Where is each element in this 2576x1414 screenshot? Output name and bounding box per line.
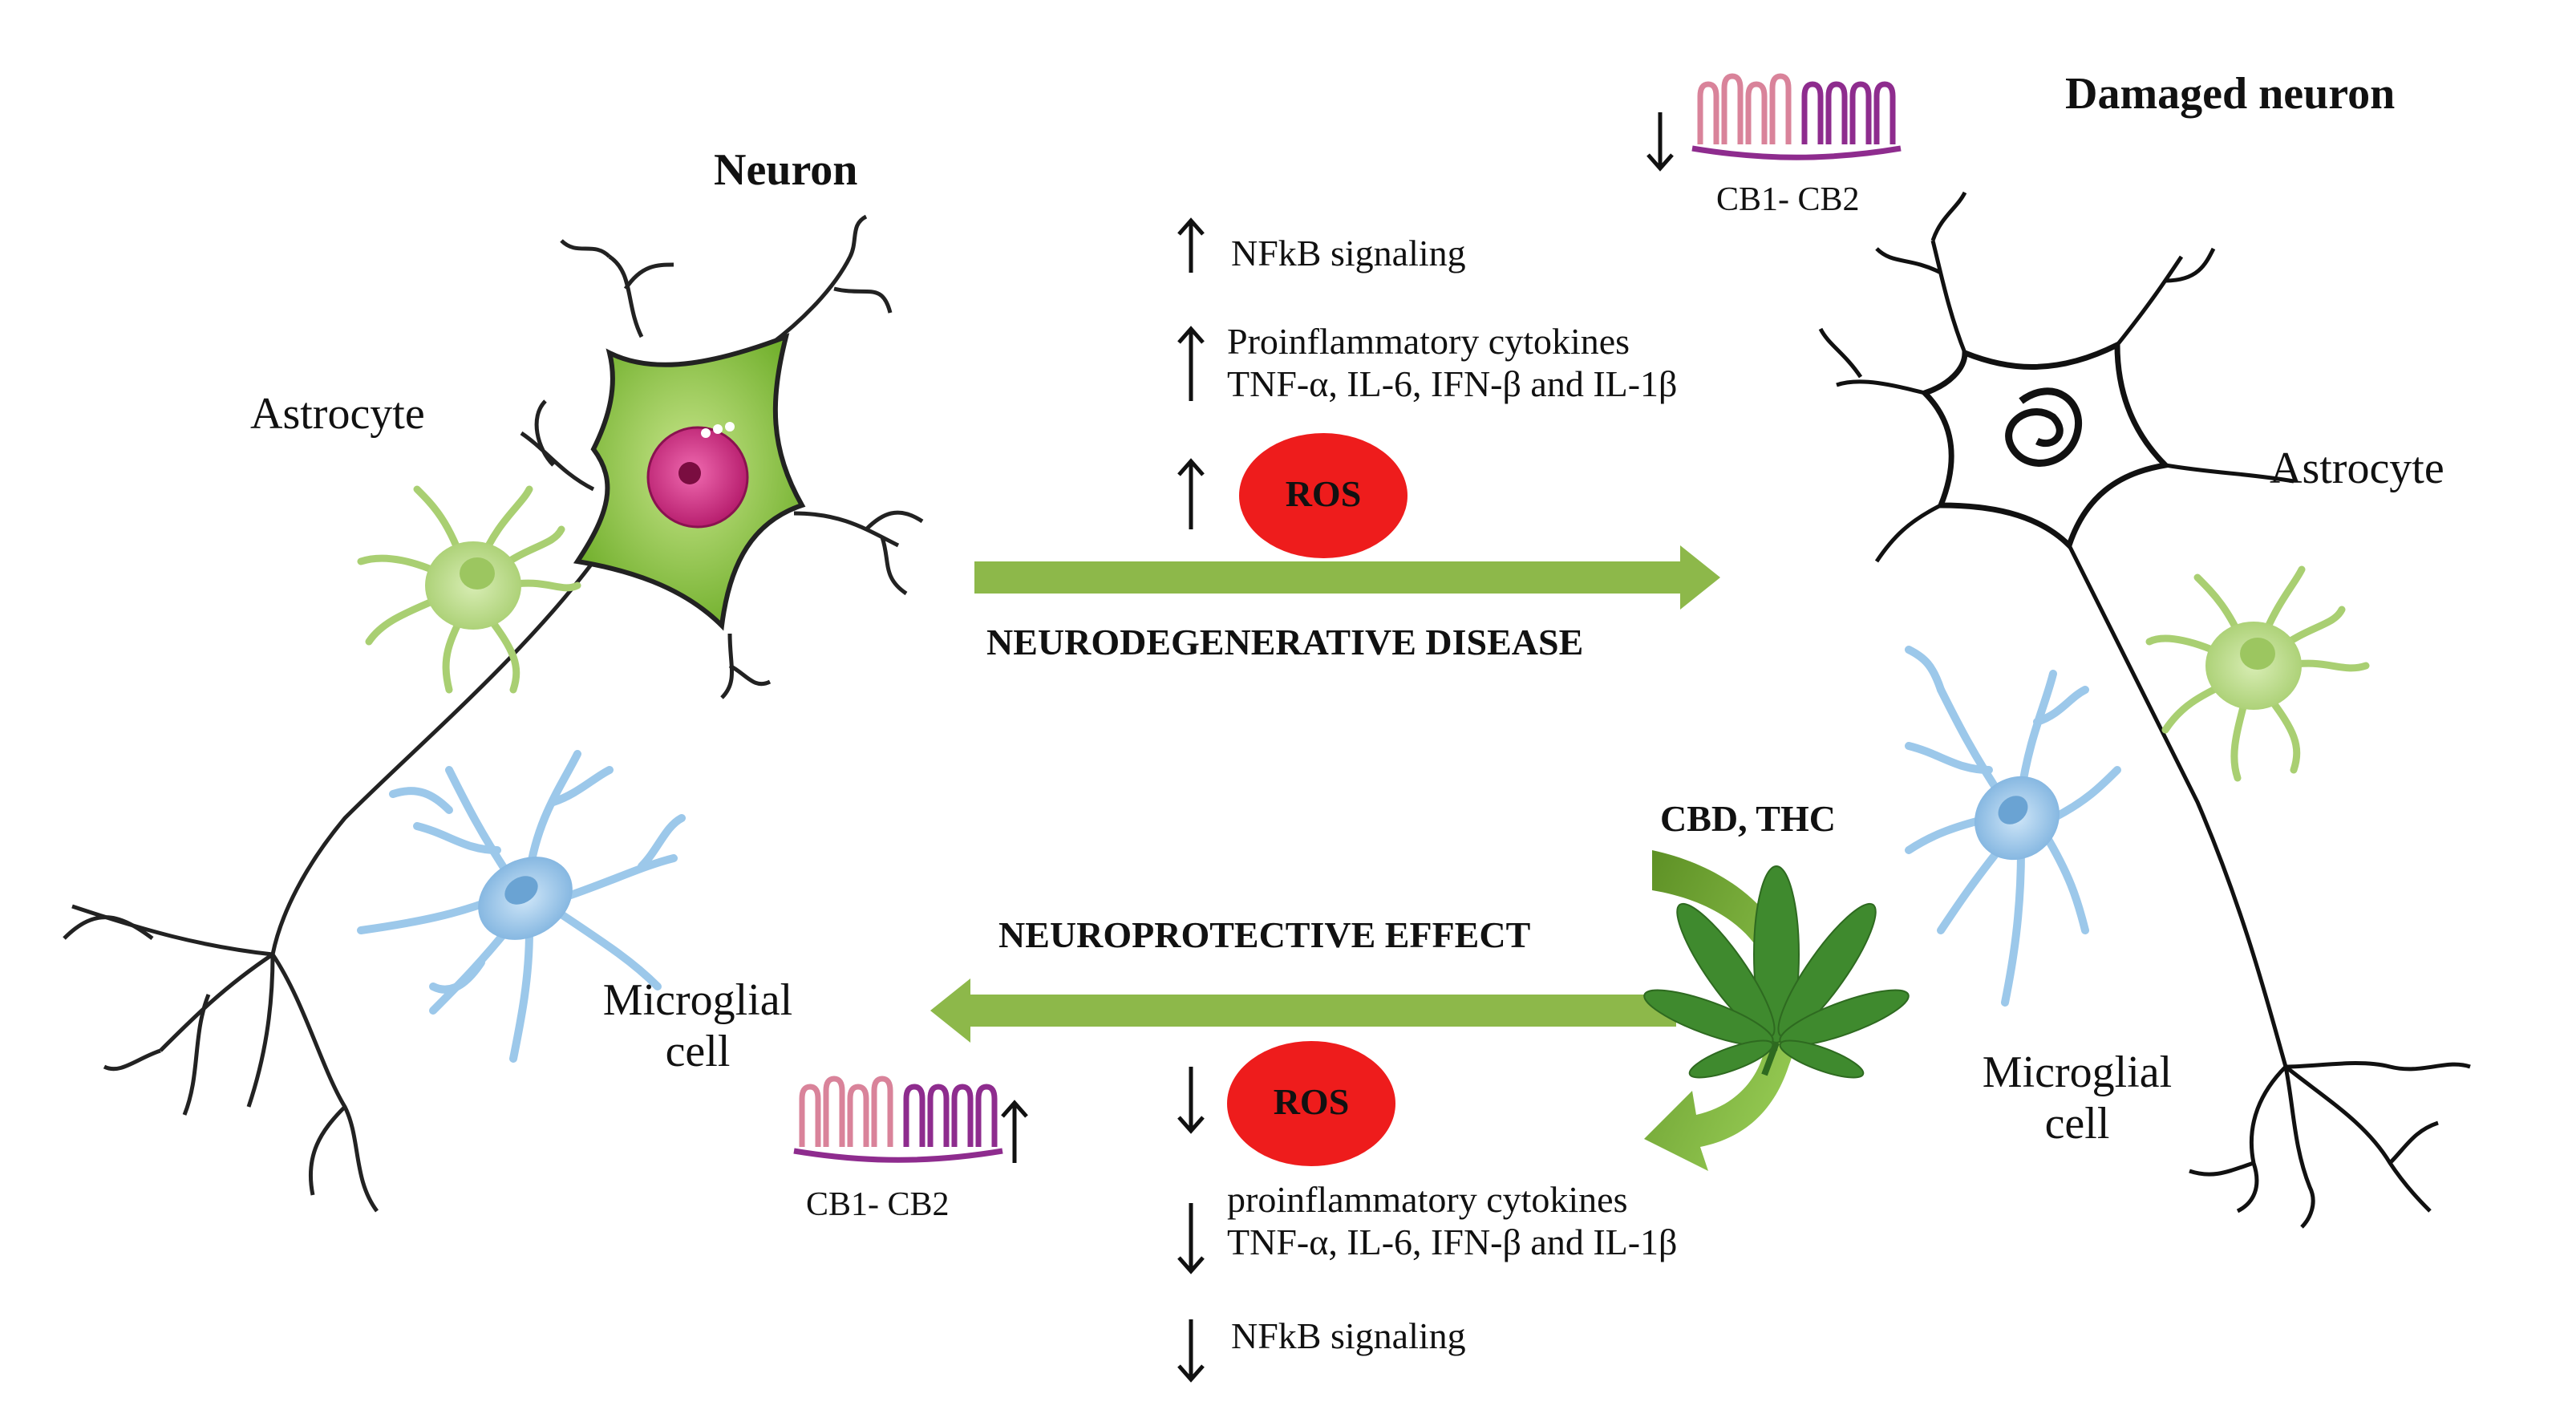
microglia-right-line2: cell (2044, 1099, 2110, 1149)
receptor-label-top: CB1- CB2 (1716, 181, 1860, 218)
neuroprotective-label: NEUROPROTECTIVE EFFECT (998, 914, 1531, 955)
cytokines-up-line1: Proinflammatory cytokines (1227, 321, 1630, 362)
cytokines-up-label: Proinflammatory cytokines TNF-α, IL-6, I… (1227, 321, 1677, 406)
cytokines-down-line2: TNF-α, IL-6, IFN-β and IL-1β (1227, 1221, 1678, 1262)
receptor-icon-top (1691, 73, 1902, 160)
ros-up-label: ROS (1285, 473, 1362, 514)
ros-down-label: ROS (1273, 1081, 1350, 1122)
microglia-right-line1: Microglial (1982, 1047, 2173, 1097)
damaged-neuron (1818, 191, 2471, 1229)
microglia-left-label: Microglial cell (581, 974, 814, 1078)
astrocyte-left-label: Astrocyte (250, 389, 425, 439)
microglia-left-line1: Microglial (602, 975, 793, 1025)
cannabis-leaf-icon (1643, 865, 1910, 1079)
damaged-nucleus (2005, 387, 2082, 467)
receptor-label-bottom: CB1- CB2 (806, 1186, 950, 1223)
axon (270, 560, 595, 955)
microglia-left (357, 750, 686, 1063)
neuroprotective-arrow (930, 978, 1676, 1043)
ros-ellipse-bottom (1227, 1041, 1395, 1166)
microglia-right-label: Microglial cell (1957, 1047, 2197, 1150)
axon-terminal (63, 904, 379, 1213)
cytokines-down-label: proinflammatory cytokines TNF-α, IL-6, I… (1227, 1179, 1677, 1264)
treatment-label: CBD, THC (1660, 798, 1836, 839)
nfkb-up-label: NFkB signaling (1231, 233, 1466, 273)
microglia-right (1905, 646, 2121, 1007)
neurodegenerative-arrow (974, 545, 1720, 610)
neuron-title: Neuron (714, 145, 858, 195)
astrocyte-left (357, 485, 581, 694)
neurodegenerative-label: NEURODEGENERATIVE DISEASE (986, 622, 1584, 662)
microglia-left-line2: cell (665, 1027, 731, 1077)
healthy-neuron (63, 214, 924, 1213)
ros-ellipse-top (1239, 433, 1407, 558)
nfkb-down-label: NFkB signaling (1231, 1315, 1466, 1356)
down-arrow-icon (1177, 112, 1674, 1383)
astrocyte-right (2145, 565, 2370, 782)
damaged-neuron-soma (1919, 340, 2172, 551)
damaged-neuron-title: Damaged neuron (2065, 69, 2396, 119)
astrocyte-right-label: Astrocyte (2270, 444, 2444, 493)
dendrites (520, 214, 924, 699)
cytokines-down-line1: proinflammatory cytokines (1227, 1179, 1628, 1220)
cytokines-up-line2: TNF-α, IL-6, IFN-β and IL-1β (1227, 363, 1678, 404)
receptor-icon-bottom (793, 1076, 1003, 1163)
up-arrow-icon (1001, 217, 1205, 1163)
